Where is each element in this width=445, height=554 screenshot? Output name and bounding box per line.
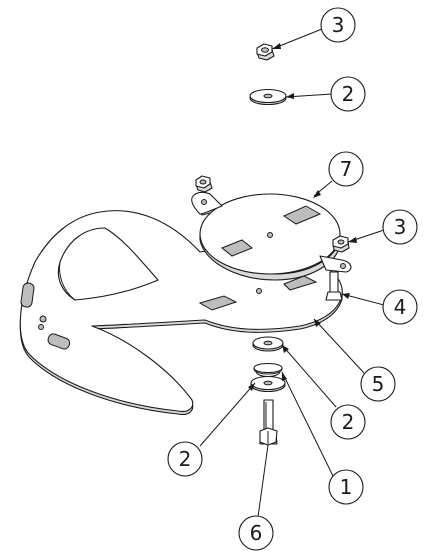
callout-c9: 1 [328,469,364,505]
callout-c1: 3 [320,7,356,43]
callout-c3: 7 [328,151,364,187]
callout-c5-label: 4 [394,295,407,319]
callout-c10-label: 6 [250,521,263,545]
callout-c7: 2 [330,404,366,440]
callout-c2: 2 [330,76,366,112]
hex-nut-left [195,175,213,193]
callout-c6: 5 [360,366,396,402]
callout-c4-label: 3 [394,215,407,239]
callout-c8: 2 [167,441,203,477]
callout-c7-label: 2 [342,410,355,434]
callout-c2-label: 2 [342,82,355,106]
callout-c5: 4 [382,289,418,325]
spring-washer [253,362,283,377]
leader-lines [199,28,385,518]
round-plate [191,191,352,281]
hex-nut-top [256,43,275,61]
flat-washer-top [249,88,287,106]
flat-washer-middle [252,336,284,352]
callout-c9-label: 1 [340,475,353,499]
callout-c3-label: 7 [340,157,353,181]
callout-c10: 6 [238,515,274,551]
callout-c1-label: 3 [332,13,345,37]
callout-c6-label: 5 [372,372,385,396]
hex-bolt [259,399,278,446]
hex-nut-right [332,235,350,253]
flat-washer-bottom [250,375,286,393]
callout-c4: 3 [382,209,418,245]
callout-c8-label: 2 [179,447,192,471]
